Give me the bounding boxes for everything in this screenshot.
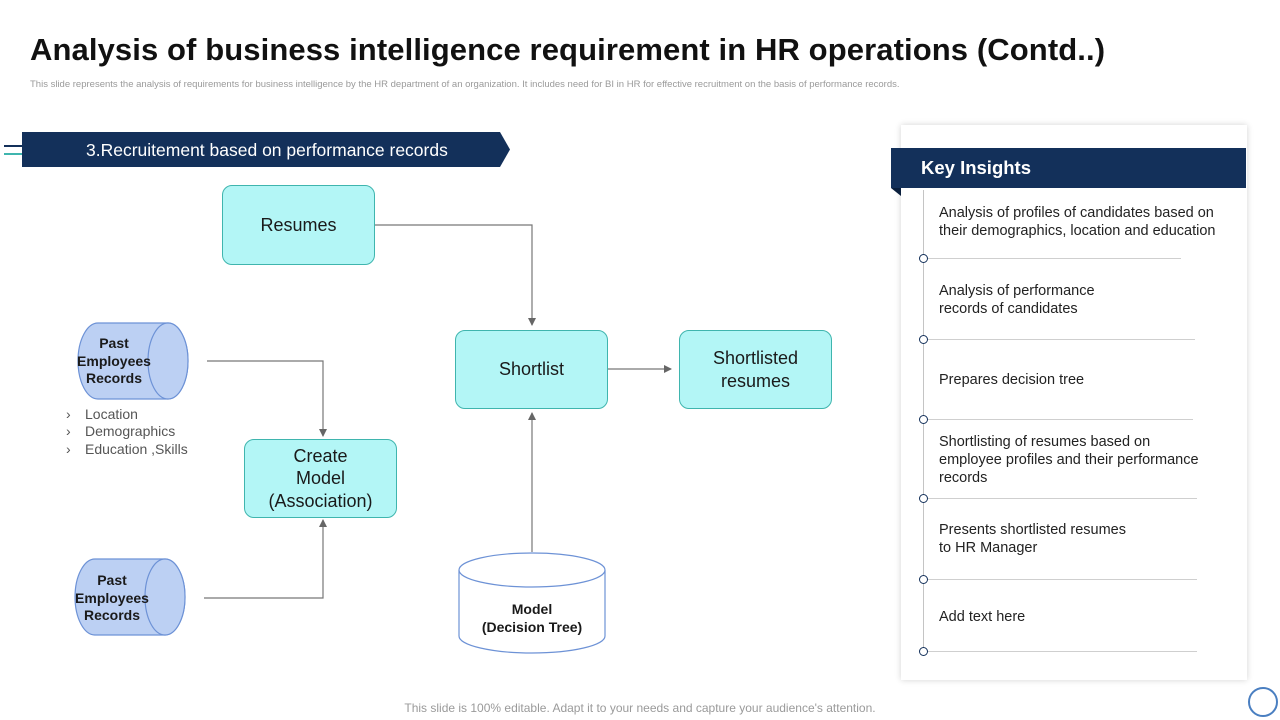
timeline-dot	[919, 647, 928, 656]
attribute-list: ›Location ›Demographics ›Education ,Skil…	[66, 405, 188, 458]
timeline-dot	[919, 335, 928, 344]
insight-item-4: Shortlisting of resumes based on employe…	[939, 434, 1199, 487]
decision-tree-cylinder	[458, 552, 606, 654]
past-records-top-cylinder	[77, 322, 189, 400]
insight-divider	[927, 258, 1181, 259]
past-records-bottom-cylinder	[74, 558, 186, 636]
chevron-right-icon: ›	[66, 440, 71, 457]
chevron-right-icon: ›	[66, 423, 71, 440]
page-subtitle: This slide represents the analysis of re…	[30, 79, 900, 90]
insight-item-5: Presents shortlisted resumes to HR Manag…	[939, 522, 1126, 557]
insight-item-1: Analysis of profiles of candidates based…	[939, 205, 1216, 240]
shortlist-node: Shortlist	[455, 330, 608, 409]
list-item: ›Location	[66, 405, 138, 422]
section-banner: 3.Recruitement based on performance reco…	[22, 132, 510, 167]
insight-divider	[927, 339, 1195, 340]
insight-item-6: Add text here	[939, 609, 1026, 625]
insight-divider	[927, 579, 1197, 580]
section-banner-label: 3.Recruitement based on performance reco…	[86, 140, 448, 160]
insight-divider	[927, 498, 1197, 499]
connector-past-top-create-model	[207, 360, 327, 437]
timeline-dot	[919, 575, 928, 584]
timeline-dot	[919, 254, 928, 263]
decision-tree-label: Model (Decision Tree)	[481, 601, 583, 635]
timeline-dot	[919, 494, 928, 503]
connector-resumes-shortlist	[374, 224, 536, 326]
footer-note: This slide is 100% editable. Adapt it to…	[404, 701, 876, 715]
past-records-bottom-label: Past Employees Records	[75, 572, 149, 623]
insight-item-2: Analysis of performance records of candi…	[939, 283, 1095, 318]
insight-divider	[927, 419, 1193, 420]
key-insights-header: Key Insights	[891, 148, 1246, 188]
insight-divider	[927, 651, 1197, 652]
shortlisted-resumes-node: Shortlisted resumes	[679, 330, 832, 409]
timeline-dot	[919, 415, 928, 424]
key-insights-panel	[901, 125, 1247, 680]
accent-line-bottom	[4, 153, 30, 155]
circle-icon	[1248, 687, 1278, 717]
page-title: Analysis of business intelligence requir…	[30, 32, 1106, 67]
resumes-node: Resumes	[222, 185, 375, 265]
connector-past-bottom-create-model	[204, 519, 327, 599]
list-item: ›Education ,Skills	[66, 440, 188, 457]
list-item: ›Demographics	[66, 423, 176, 440]
accent-line-top	[4, 145, 30, 147]
insight-item-3: Prepares decision tree	[939, 372, 1085, 388]
key-insights-header-fold	[891, 188, 901, 196]
chevron-right-icon: ›	[66, 405, 71, 422]
past-records-top-label: Past Employees Records	[77, 335, 151, 386]
create-model-node: Create Model (Association)	[244, 439, 397, 518]
